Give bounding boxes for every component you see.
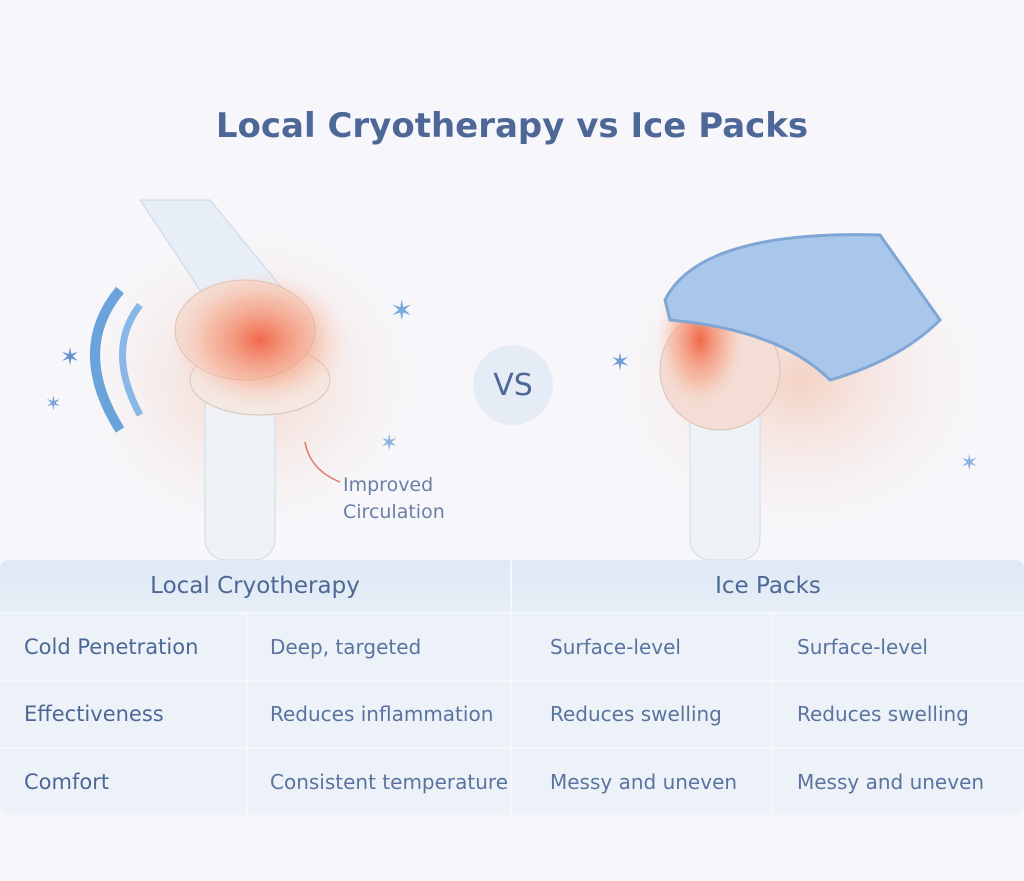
ice-pack-icon [663,233,942,382]
header-ice-packs: Ice Packs [715,573,821,599]
cold-wave-icon [90,286,125,433]
ice-cell: Reduces swelling [797,702,969,727]
ice-cell: Surface-level [797,634,928,659]
header-local-cryotherapy: Local Cryotherapy [0,560,512,612]
svg-text:✶: ✶ [960,451,978,476]
page-title: Local Cryotherapy vs Ice Packs [215,106,809,146]
svg-text:✶: ✶ [45,391,62,415]
table-row: Effectiveness Reduces inflammation Reduc… [0,679,1024,748]
ice-cell: Surface-level [512,614,773,680]
comparison-table: Local Cryotherapy Ice Packs Cold Penetra… [0,560,1024,815]
cryotherapy-knee: ✶ ✶ ✶ ✶ [45,199,450,560]
svg-text:✶: ✶ [610,348,630,376]
ice-cell: Messy and uneven [797,769,985,794]
knee-illustrations: ✶ ✶ ✶ ✶ ✶ ✶ [45,199,1020,560]
vs-badge: VS [473,345,553,425]
ice-cell: Reduces swelling [512,681,773,748]
row-label: Cold Penetration [0,614,248,680]
row-label: Effectiveness [0,681,248,748]
cryo-cell: Deep, targeted [248,614,512,680]
row-label: Comfort [0,749,248,815]
svg-text:✶: ✶ [390,294,413,327]
svg-text:✶: ✶ [60,343,80,371]
cryo-cell: Consistent temperature [248,749,512,815]
annotation-line: Circulation [343,501,445,523]
svg-text:✶: ✶ [380,431,398,456]
annotation-line: Improved [343,474,434,496]
circulation-annotation: Improved Circulation [343,472,445,526]
table-row: Comfort Consistent temperature Messy and… [0,747,1024,815]
ice-pack-knee: ✶ ✶ [580,200,1020,560]
cryo-cell: Reduces inflammation [248,681,512,748]
table-row: Cold Penetration Deep, targeted Surface-… [0,612,1024,680]
ice-cell: Messy and uneven [512,749,773,815]
table-header: Local Cryotherapy Ice Packs [0,560,1024,612]
